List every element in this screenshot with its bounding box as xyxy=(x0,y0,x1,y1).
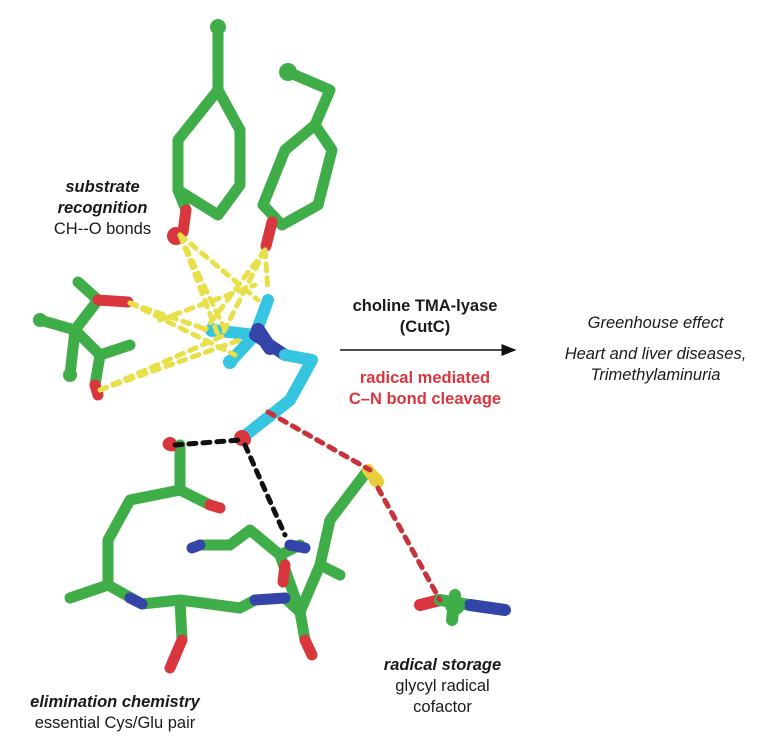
elimination-label: elimination chemistry essential Cys/Glu … xyxy=(0,692,230,734)
mechanism-line1: radical mediated xyxy=(359,369,491,387)
elimination-line1: elimination chemistry xyxy=(30,693,200,711)
enzyme-label: choline TMA-lyase (CutC) xyxy=(330,296,520,338)
radical-storage-line2: glycyl radical xyxy=(395,677,490,695)
elimination-line2: essential Cys/Glu pair xyxy=(34,714,196,732)
outcome-greenhouse: Greenhouse effect xyxy=(587,314,724,332)
radical-storage-line3: cofactor xyxy=(413,698,472,716)
mechanism-line2: C–N bond cleavage xyxy=(348,390,502,408)
substrate-recognition-line1: substrate xyxy=(65,178,140,196)
mechanism-label: radical mediated C–N bond cleavage xyxy=(330,368,520,410)
outcome-diseases: Heart and liver diseases, xyxy=(564,345,747,363)
substrate-recognition-contacts xyxy=(97,232,271,393)
radical-storage-label: radical storage glycyl radical cofactor xyxy=(360,655,525,718)
substrate-recognition-line3: CH--O bonds xyxy=(53,220,152,238)
glu-cys-backbone xyxy=(64,439,374,646)
substrate-recognition-line2: recognition xyxy=(57,199,148,217)
tyrosine-residue-1 xyxy=(172,21,246,221)
outcome-trimethylaminuria: Trimethylaminuria xyxy=(590,366,721,384)
outcomes-label: Greenhouse effect Heart and liver diseas… xyxy=(538,313,773,386)
choline-substrate xyxy=(206,294,318,446)
atom-spheres xyxy=(33,19,465,615)
enzyme-name: choline TMA-lyase xyxy=(352,297,498,315)
tyrosine-residue-2 xyxy=(257,66,338,231)
substrate-recognition-label: substrate recognition CH--O bonds xyxy=(20,177,185,240)
radical-storage-line1: radical storage xyxy=(383,656,502,674)
enzyme-abbrev: (CutC) xyxy=(399,318,451,336)
radical-transfer-path xyxy=(265,409,443,603)
elimination-hbonds xyxy=(172,437,288,538)
